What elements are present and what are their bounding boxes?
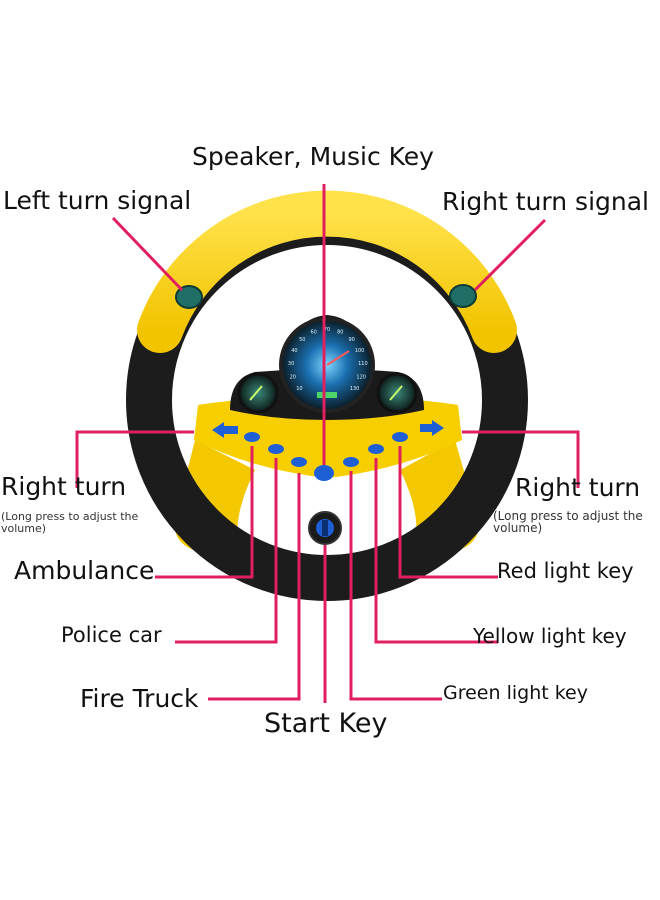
gauge-number: 70 bbox=[324, 327, 330, 333]
leader-right-turn-left bbox=[75, 430, 194, 488]
label-right-turn-left-note: (Long press to adjust the volume) bbox=[1, 510, 139, 535]
label-right-turn-right-note: (Long press to adjust the volume) bbox=[493, 509, 643, 535]
wheel-top-grip bbox=[137, 190, 517, 353]
label-start-key: Start Key bbox=[264, 708, 388, 739]
leader-lines bbox=[75, 184, 580, 703]
gauge-number: 80 bbox=[337, 330, 343, 336]
label-left-turn-signal: Left turn signal bbox=[3, 186, 192, 215]
yellow-light-button[interactable] bbox=[368, 444, 384, 454]
label-speaker-music-key: Speaker, Music Key bbox=[192, 142, 434, 171]
leader-left-turn-signal bbox=[111, 216, 184, 292]
label-fire-truck: Fire Truck bbox=[80, 684, 199, 713]
leader-ambulance bbox=[155, 446, 254, 579]
label-red-light-key: Red light key bbox=[497, 559, 634, 583]
left-turn-arrow-button[interactable] bbox=[212, 422, 238, 438]
center-plate bbox=[194, 398, 462, 478]
label-green-light-key: Green light key bbox=[443, 682, 588, 704]
label-police-car: Police car bbox=[61, 623, 162, 647]
gauge-number: 60 bbox=[311, 330, 317, 336]
left-turn-signal-light bbox=[175, 285, 203, 309]
leader-right-turn-right bbox=[462, 430, 580, 488]
start-key-slot bbox=[322, 520, 328, 536]
gauge-number: 30 bbox=[288, 361, 294, 367]
label-right-turn-signal: Right turn signal bbox=[442, 187, 650, 216]
gauge-number: 130 bbox=[350, 386, 360, 392]
label-yellow-light-key: Yellow light key bbox=[473, 624, 627, 648]
leader-police-car bbox=[175, 458, 278, 644]
red-light-button[interactable] bbox=[392, 432, 408, 442]
right-mini-gauge-needle bbox=[389, 385, 403, 401]
right-turn-signal-light bbox=[449, 284, 477, 308]
gauge-number: 20 bbox=[290, 374, 296, 380]
label-ambulance: Ambulance bbox=[14, 556, 155, 585]
label-right-turn-left: Right turn bbox=[1, 472, 127, 501]
gauge-number: 90 bbox=[349, 337, 355, 343]
left-mini-gauge bbox=[237, 372, 279, 414]
gauge-number: 50 bbox=[299, 337, 305, 343]
gauge-number: 110 bbox=[358, 361, 368, 367]
speaker-music-button[interactable] bbox=[314, 465, 334, 481]
fire-truck-button[interactable] bbox=[291, 457, 307, 467]
gauge-display bbox=[317, 392, 337, 398]
gauge-number: 120 bbox=[356, 374, 366, 380]
gauge-number: 100 bbox=[355, 348, 365, 354]
leader-fire-truck bbox=[208, 473, 301, 701]
police-car-button[interactable] bbox=[268, 444, 284, 454]
right-turn-arrow-button[interactable] bbox=[420, 420, 444, 436]
leader-red-light bbox=[398, 446, 498, 579]
leader-yellow-light bbox=[374, 458, 498, 644]
left-mini-gauge-needle bbox=[249, 385, 263, 401]
gauge-number: 40 bbox=[291, 348, 297, 354]
gauge-needle bbox=[326, 350, 350, 366]
leader-right-turn-signal bbox=[473, 218, 547, 292]
leader-green-light bbox=[349, 471, 442, 701]
ambulance-button[interactable] bbox=[244, 432, 260, 442]
green-light-button[interactable] bbox=[343, 457, 359, 467]
gauge-number: 10 bbox=[296, 386, 302, 392]
label-right-turn-right: Right turn bbox=[515, 473, 641, 502]
